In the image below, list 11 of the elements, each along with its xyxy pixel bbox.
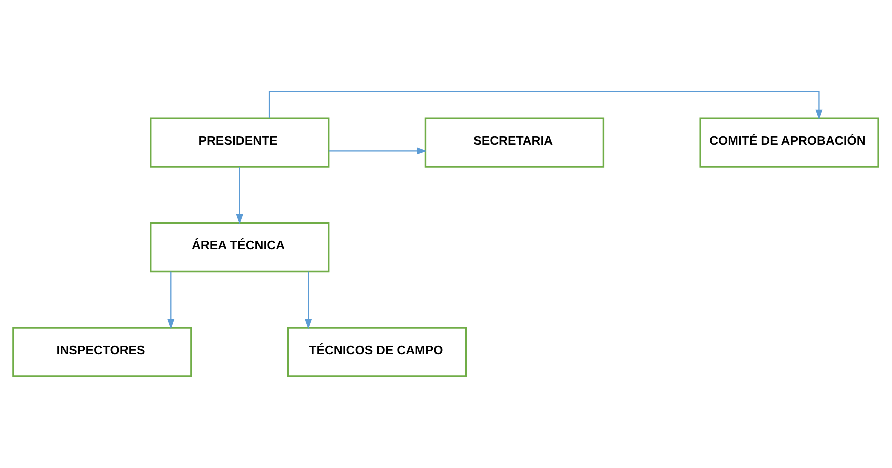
node-box: TÉCNICOS DE CAMPO bbox=[287, 327, 468, 378]
node-box: SECRETARIA bbox=[424, 118, 605, 168]
node-box: INSPECTORES bbox=[12, 327, 192, 378]
arrow bbox=[268, 90, 823, 120]
arrow bbox=[236, 167, 244, 225]
arrow bbox=[329, 148, 428, 155]
node-box: PRESIDENTE bbox=[150, 118, 330, 168]
node-box: COMITÉ DE APROBACIÓN bbox=[700, 118, 880, 168]
arrow bbox=[168, 272, 175, 330]
arrow bbox=[305, 272, 312, 330]
node-box: ÁREA TÉCNICA bbox=[150, 222, 330, 273]
